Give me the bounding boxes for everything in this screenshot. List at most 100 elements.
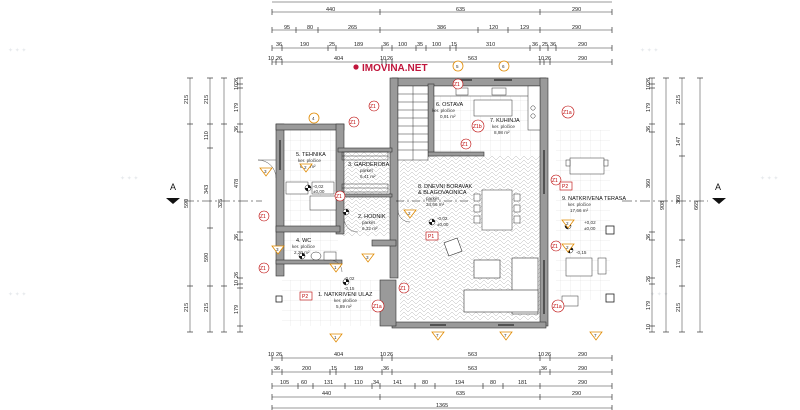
svg-text:Z1: Z1 — [260, 214, 266, 220]
dim-label: 404 — [334, 352, 343, 358]
dim-label: 290 — [572, 7, 581, 13]
dim-label: 290 — [572, 391, 581, 397]
room-area: 6,41 m² — [360, 174, 376, 179]
svg-text:Z1: Z1 — [400, 286, 406, 292]
dim-label: 36 — [234, 234, 240, 240]
wardrobe — [341, 151, 389, 193]
svg-text:±0,00: ±0,00 — [313, 189, 325, 194]
right-dimension-labels: 26 10 179 36 360 36 179 26 10 908 215 14… — [646, 78, 700, 330]
svg-text:Z1a: Z1a — [563, 110, 572, 116]
marker: 2 — [561, 243, 575, 253]
section-label: A — [170, 182, 176, 192]
level-marker: -0,02±0,00 — [304, 184, 325, 194]
marker: 7 — [431, 331, 445, 341]
room-area: 2,20 m² — [294, 250, 310, 255]
dim-label: 478 — [234, 179, 240, 188]
svg-text:3: 3 — [264, 169, 267, 174]
svg-text:-0,15: -0,15 — [576, 250, 587, 255]
svg-text:Z1: Z1 — [260, 266, 266, 272]
left-dimension-labels: 215 590 215 215 110 343 590 215 325 26 1… — [184, 78, 240, 314]
room-kuhinja: 7. KUHINJA ker. pločice 8,98 m² — [490, 118, 520, 135]
room-area: 5,89 m² — [336, 304, 352, 309]
tag-z1b: Z1b — [471, 119, 485, 133]
tag-z1a: Z1a — [551, 299, 565, 313]
room-area: 6,32 m² — [362, 226, 378, 231]
dim-label: 100 — [432, 42, 441, 48]
top-dimension-lines — [271, 1, 613, 65]
tag-z1: Z1 — [460, 138, 472, 150]
svg-text:±0,00: ±0,00 — [584, 226, 596, 231]
room-floor: ker. pločice — [492, 124, 515, 129]
dim-label: 36 — [234, 126, 240, 132]
dim-label: 95 — [284, 25, 290, 31]
right-dimension-lines — [649, 77, 703, 333]
dim-label: 26 — [234, 78, 240, 84]
dim-label: 563 — [468, 366, 477, 372]
dim-label: 360 — [676, 195, 682, 204]
dim-label: 26 — [387, 56, 393, 62]
room-name: 1. NATKRIVENI ULAZ — [318, 292, 373, 298]
svg-text:Z1: Z1 — [350, 120, 356, 126]
svg-text:Z1: Z1 — [454, 82, 460, 88]
dim-label: 36 — [646, 234, 652, 240]
detail-tags: Z1 Z1 Z1 Z1 Z1 Z1 Z1 Z1 Z1 Z1 Z1a Z1a Z1… — [258, 78, 575, 313]
svg-text:2: 2 — [408, 211, 411, 216]
tag-z1: Z1 — [398, 282, 410, 294]
level-marker: -0,02-0,15 — [342, 276, 355, 291]
dining-table — [473, 189, 521, 231]
dim-label: 147 — [676, 137, 682, 146]
marker: 2 — [403, 209, 417, 219]
dim-label: 36 — [532, 42, 538, 48]
marker: 7 — [499, 331, 513, 341]
dim-label: 110 — [354, 380, 363, 386]
dim-label: 290 — [572, 25, 581, 31]
svg-text:5: 5 — [456, 64, 459, 69]
dim-label: 290 — [578, 366, 587, 372]
dim-label: 179 — [234, 103, 240, 112]
dim-label: 386 — [437, 25, 446, 31]
tag-p2: P2 — [559, 181, 573, 191]
dim-label: 36 — [383, 42, 389, 48]
dim-label: 110 — [204, 131, 210, 140]
dim-label: 36 — [274, 366, 280, 372]
marker: 2 — [299, 163, 313, 173]
dim-label: 215 — [184, 303, 190, 312]
dim-label: 189 — [354, 366, 363, 372]
dim-label: 120 — [489, 25, 498, 31]
svg-text:✦ ✦ ✦: ✦ ✦ ✦ — [8, 291, 26, 298]
dim-label: 26 — [545, 352, 551, 358]
dim-label: 10 — [538, 352, 544, 358]
svg-text:Z1a: Z1a — [553, 304, 562, 310]
room-floor: ker. pločice — [298, 158, 321, 163]
tag-z1: Z1 — [452, 78, 464, 90]
dim-label: 26 — [545, 56, 551, 62]
dim-label: 590 — [184, 199, 190, 208]
dim-label: 310 — [486, 42, 495, 48]
svg-text:✦ ✦ ✦: ✦ ✦ ✦ — [760, 175, 778, 182]
dim-label: 25 — [542, 42, 548, 48]
level-marker — [342, 208, 350, 216]
dim-label: 635 — [456, 391, 465, 397]
marker: 3 — [259, 167, 273, 177]
room-name: 5. TEHNIKA — [296, 152, 326, 158]
tag-z1: Z1 — [258, 210, 270, 222]
dim-label: 325 — [218, 199, 224, 208]
dim-label: 15 — [451, 42, 457, 48]
dim-label: 215 — [204, 303, 210, 312]
svg-text:2: 2 — [566, 245, 569, 250]
room-name: 6. OSTAVA — [436, 102, 464, 108]
room-floor: parket — [362, 220, 375, 225]
svg-text:Z1a: Z1a — [373, 304, 382, 310]
dim-label: 215 — [184, 95, 190, 104]
svg-text:1: 1 — [334, 335, 337, 340]
dim-label: 36 — [383, 366, 389, 372]
tag-z1: Z1 — [368, 100, 380, 112]
dim-label: 26 — [276, 56, 282, 62]
tag-z1: Z1 — [550, 240, 562, 252]
svg-text:7: 7 — [594, 333, 597, 338]
room-name: 7. KUHINJA — [490, 118, 520, 124]
dim-label: 265 — [348, 25, 357, 31]
tag-z1: Z1 — [258, 262, 270, 274]
dim-label: 178 — [676, 259, 682, 268]
